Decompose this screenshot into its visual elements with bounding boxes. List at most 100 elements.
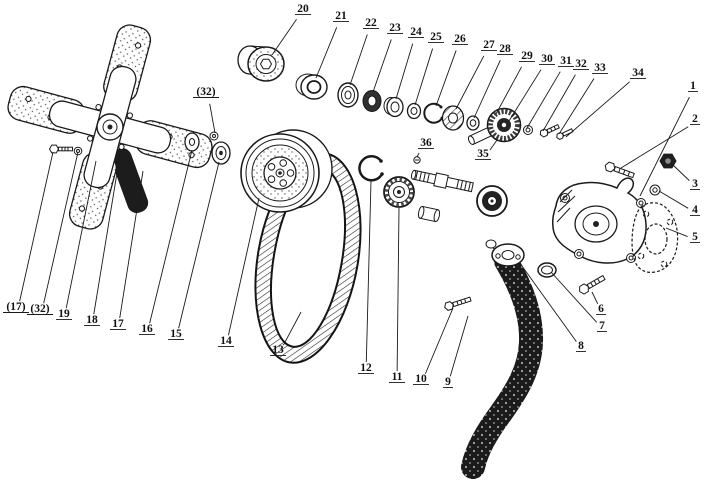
callout-24: 24 (395, 26, 424, 100)
callout-number: 35 (477, 148, 489, 160)
callout-31: 31 (526, 55, 574, 129)
small-ring (406, 102, 422, 120)
callout-14: 14 (218, 197, 260, 347)
callout-35: 35 (475, 139, 498, 160)
callout-30: 30 (508, 53, 555, 122)
washer (337, 82, 359, 108)
callout-number: 33 (594, 62, 606, 74)
callout-number: 1 (690, 80, 696, 92)
callout-32: 32 (542, 58, 589, 132)
callout-number: 17 (112, 318, 124, 330)
callout-number: 20 (297, 3, 309, 15)
callout-number: 24 (410, 26, 422, 38)
callout-7: 7 (550, 271, 607, 332)
callout-number: 4 (692, 204, 698, 216)
callout-17: 17 (110, 170, 144, 330)
callout-4: 4 (658, 190, 700, 216)
callout-11: 11 (389, 207, 405, 383)
callout-15: 15 (168, 161, 220, 340)
callout-number: 9 (445, 376, 451, 388)
callout-21: 21 (315, 10, 349, 79)
callout-number: 15 (170, 328, 182, 340)
hatched-washer (441, 105, 465, 131)
callout-number: (32) (30, 303, 49, 315)
callout-number: 13 (272, 344, 284, 356)
callout-3: 3 (672, 164, 700, 190)
callout-number: 7 (599, 320, 605, 332)
spring-washer (184, 132, 200, 152)
callout-number: 6 (598, 303, 604, 315)
callout-29: 29 (495, 50, 535, 115)
callout-number: 32 (575, 58, 587, 70)
fan-assembly (7, 24, 213, 230)
callout-number: 11 (392, 371, 403, 383)
callout-19: 19 (56, 160, 97, 320)
hub-disc (211, 141, 231, 165)
callout-23: 23 (372, 22, 403, 93)
pipe-bolt (444, 296, 472, 311)
callout-number: 28 (499, 43, 511, 55)
callout-32: (32) (193, 86, 219, 134)
callout-28: 28 (473, 43, 513, 119)
fan-bolt (48, 144, 73, 154)
spacer-sleeve (417, 205, 441, 223)
callout-number: 29 (521, 50, 533, 62)
hub-washer (209, 131, 219, 141)
pipe-gasket (537, 262, 557, 278)
hub-bolt (539, 123, 560, 138)
callout-number: 2 (692, 113, 698, 125)
callout-number: 31 (560, 55, 572, 67)
callout-26: 26 (435, 33, 468, 107)
lower-bolt (579, 274, 606, 295)
callout-number: 14 (220, 335, 232, 347)
callout-number: 26 (454, 33, 466, 45)
callout-number: 25 (430, 31, 442, 43)
callout-33: 33 (558, 62, 608, 135)
callout-number: (32) (196, 86, 215, 98)
callout-number: 30 (541, 53, 553, 65)
callout-number: 36 (420, 137, 432, 149)
callout-36: 36 (416, 137, 434, 158)
pump-shaft (410, 169, 474, 193)
pump-hub-gear (467, 107, 522, 145)
callout-number: 23 (389, 22, 401, 34)
callout-2: 2 (620, 113, 700, 169)
callout-5: 5 (665, 227, 700, 243)
seal-ring (362, 90, 382, 112)
snap-ring (358, 155, 384, 182)
cap-nut (659, 153, 677, 169)
callout-12: 12 (358, 180, 374, 374)
fan-hub (96, 113, 124, 141)
bushing (295, 73, 328, 100)
callout-13: 13 (270, 311, 302, 356)
ball-bearing (383, 176, 415, 208)
callout-20: 20 (271, 3, 311, 56)
callout-8: 8 (521, 265, 586, 352)
housing-washer (649, 184, 661, 196)
pulley (240, 129, 333, 213)
callout-number: 19 (58, 308, 70, 320)
rear-bearing (476, 185, 508, 217)
callout-18: 18 (84, 172, 118, 326)
callout-27: 27 (455, 39, 497, 110)
fan-bolt-washer (73, 146, 83, 156)
callout-number: 21 (335, 10, 347, 22)
callout-number: 18 (86, 314, 98, 326)
pipe-flange (491, 243, 525, 267)
housing-bolt (604, 161, 635, 179)
callout-16: 16 (139, 149, 193, 335)
callout-34: 34 (565, 67, 646, 138)
callout-number: 12 (360, 362, 372, 374)
set-pin (413, 156, 421, 164)
housing-gasket (631, 202, 679, 273)
pump-housing (552, 177, 647, 264)
callout-1: 1 (639, 80, 698, 197)
bearing-cap (237, 45, 285, 82)
callout-number: 34 (632, 67, 644, 79)
callout-10: 10 (413, 307, 454, 385)
callout-9: 9 (443, 315, 469, 388)
callout-number: (17) (6, 301, 25, 313)
